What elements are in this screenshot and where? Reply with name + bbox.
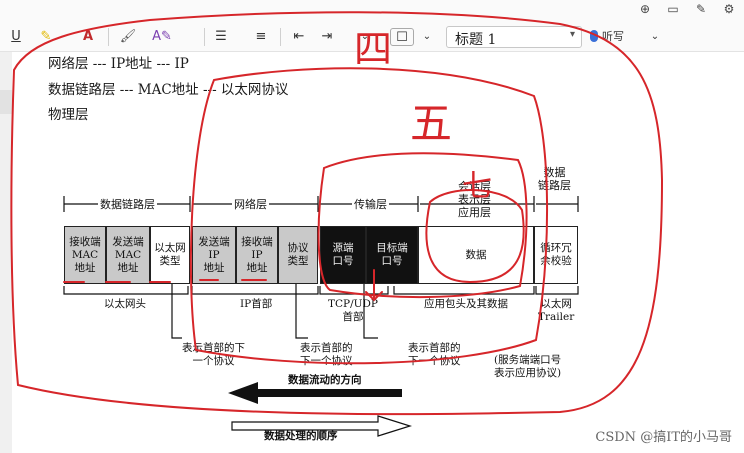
highlight-icon[interactable]: ✎	[40, 29, 52, 44]
share-icon[interactable]: ⊕	[639, 2, 651, 16]
label-app-header: 应用包头及其数据	[424, 298, 508, 310]
gutter-marker	[0, 90, 12, 114]
cell-crc: 循环冗余校验	[534, 226, 578, 284]
checkbox-style-icon[interactable]: ☐	[390, 28, 414, 46]
label-ip-header: IP首部	[240, 298, 273, 310]
toolbar-divider	[108, 28, 109, 46]
decrease-indent-icon[interactable]: ⇤	[293, 29, 305, 44]
cell-dst-port: 目标端口号	[366, 226, 418, 284]
label-flow-data: 数据流动的方向	[288, 374, 362, 386]
dictate-button[interactable]: 听写	[590, 28, 624, 44]
format-toolbar: U ✎ A 🖌 A✎ ☰ ≡ ⇤ ⇥ ⌄ ☐ ⌄ 标题 1 ▾ 听写 ⌄	[0, 22, 744, 52]
underline-button[interactable]: U	[11, 29, 21, 44]
doc-line-network: 网络层 --- IP地址 --- IP	[48, 56, 189, 72]
bullet-list-icon[interactable]: ☰	[215, 29, 227, 44]
settings-icon[interactable]: ⚙	[723, 2, 735, 16]
cell-proto-type: 协议类型	[278, 226, 318, 284]
microphone-icon	[590, 30, 598, 42]
edit-icon[interactable]: ✎	[695, 2, 707, 16]
label-flow-process: 数据处理的顺序	[264, 430, 338, 442]
doc-line-datalink: 数据链路层 --- MAC地址 --- 以太网协议	[48, 82, 289, 98]
handwriting-char2: 五	[410, 99, 452, 148]
note-server-port: (服务端端口号表示应用协议)	[494, 354, 562, 379]
doc-line-physical: 物理层	[48, 107, 89, 123]
label-eth-header: 以太网头	[104, 298, 146, 310]
increase-indent-icon[interactable]: ⇥	[321, 29, 333, 44]
section-datalink-trailer: 数据链路层	[538, 166, 571, 192]
font-color-icon[interactable]: A	[82, 29, 94, 44]
text-effects-icon[interactable]: A✎	[152, 29, 172, 44]
note-next-proto-3: 表示首部的下一个协议	[408, 342, 461, 367]
note-next-proto-1: 表示首部的下一个协议	[182, 342, 245, 367]
chevron-down-icon: ▾	[569, 29, 575, 40]
toolbar-divider	[204, 28, 205, 46]
chevron-down-icon[interactable]: ⌄	[650, 31, 660, 42]
section-transport: 传输层	[352, 196, 389, 212]
cell-src-port: 源端口号	[320, 226, 366, 284]
layout-icon[interactable]: ▭	[667, 2, 679, 16]
title-strip: ⊕ ▭ ✎ ⚙	[0, 0, 744, 22]
cell-data: 数据	[418, 226, 534, 284]
format-painter-icon[interactable]: 🖌	[119, 29, 137, 44]
section-upper: 会话层表示层应用层	[458, 180, 491, 219]
paragraph-style-select[interactable]: 标题 1 ▾	[446, 26, 582, 48]
section-datalink: 数据链路层	[98, 196, 157, 212]
window-icons: ⊕ ▭ ✎ ⚙	[638, 2, 736, 16]
dictate-label: 听写	[602, 30, 624, 43]
cell-eth-type: 以太网类型	[150, 226, 190, 284]
chevron-down-icon[interactable]: ⌄	[422, 31, 432, 42]
chevron-down-icon[interactable]: ⌄	[360, 31, 370, 42]
style-value: 标题 1	[455, 32, 497, 48]
section-network: 网络层	[232, 196, 269, 212]
csdn-watermark: CSDN @搞IT的小马哥	[595, 430, 732, 445]
note-next-proto-2: 表示首部的下一个协议	[300, 342, 353, 367]
left-gutter	[0, 52, 12, 453]
toolbar-divider	[280, 28, 281, 46]
numbered-list-icon[interactable]: ≡	[255, 29, 267, 44]
